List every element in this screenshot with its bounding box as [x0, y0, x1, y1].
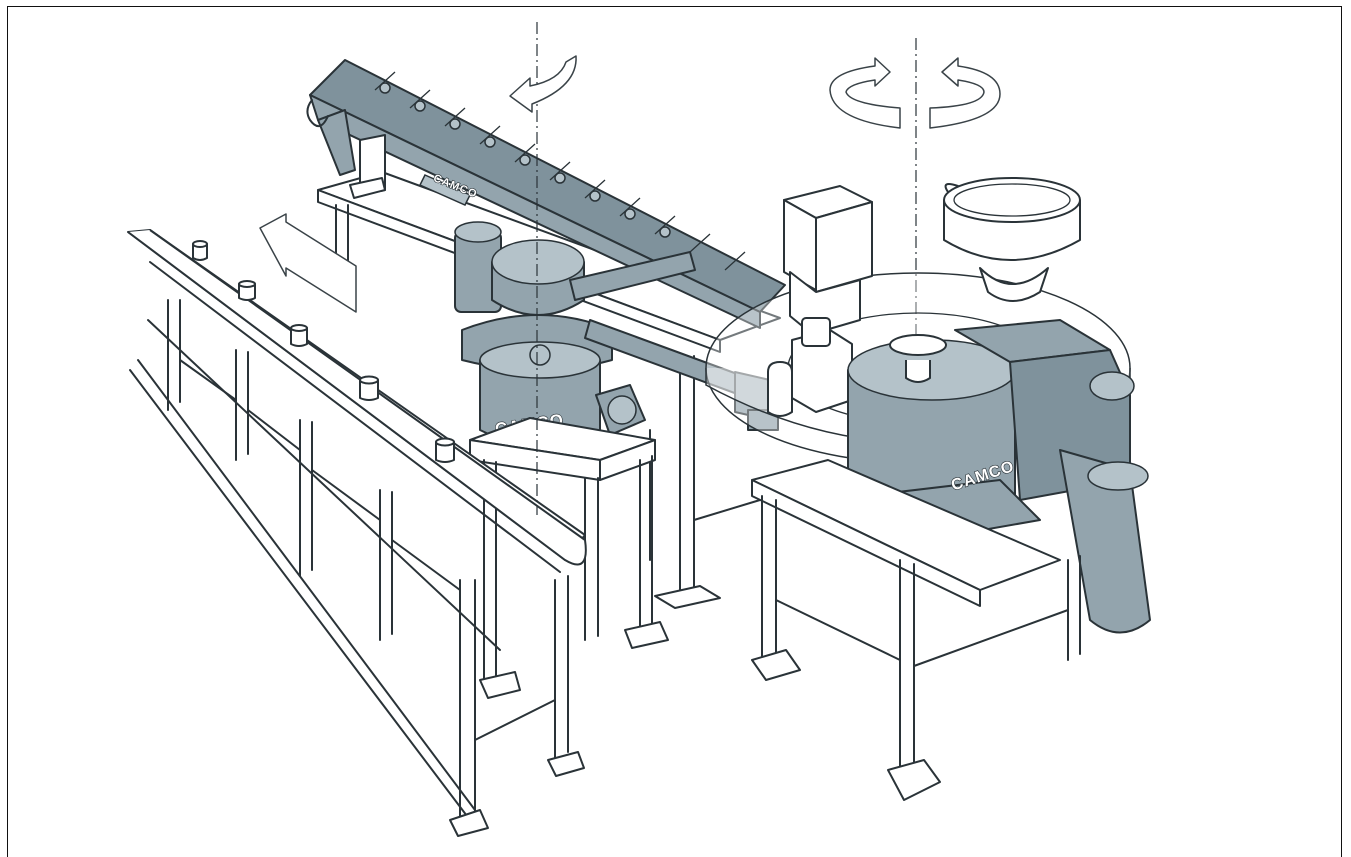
actuator-rotation-arrow — [509, 55, 577, 113]
bowl-feeder — [943, 177, 1081, 302]
index-rotation-arrow — [829, 57, 1001, 129]
conveyor-direction-arrow — [259, 213, 357, 313]
conveyor-cups — [192, 240, 455, 463]
conveyor — [127, 229, 587, 837]
actuator-stand — [469, 417, 669, 699]
rotation-axes — [536, 22, 917, 515]
index-stand — [751, 459, 1081, 801]
hopper — [767, 185, 873, 417]
illustration-frame — [7, 6, 1342, 857]
gantry-slats — [374, 71, 746, 271]
